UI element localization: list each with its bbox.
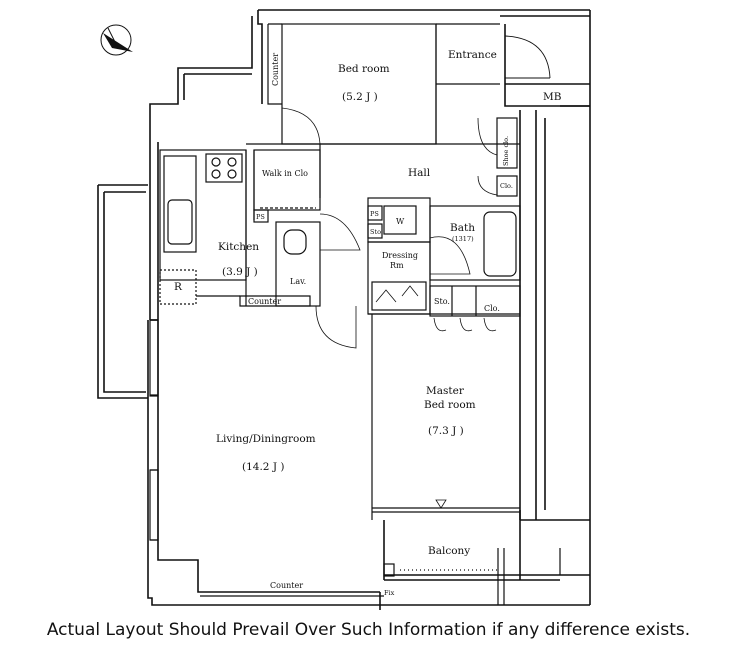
room-labels: Bed room (5.2 J ) Entrance MB Counter Sh…: [174, 49, 562, 597]
counter-kitchen-name: Counter: [248, 297, 281, 306]
master-size: (7.3 J ): [428, 425, 464, 437]
walk-in-closet-name: Walk in Clo: [262, 169, 308, 178]
floor-plan: Bed room (5.2 J ) Entrance MB Counter Sh…: [97, 9, 591, 610]
bedroom-name: Bed room: [338, 63, 390, 75]
kitchen-size: (3.9 J ): [222, 266, 258, 278]
footer-note: Actual Layout Should Prevail Over Such I…: [46, 620, 691, 640]
ps-1-name: PS: [256, 213, 265, 221]
bedroom-size: (5.2 J ): [342, 91, 378, 103]
hall-name: Hall: [408, 167, 431, 179]
counter-top-name: Counter: [271, 53, 280, 86]
counter-bottom-name: Counter: [270, 581, 303, 590]
balcony-name: Balcony: [428, 545, 470, 557]
sto-small-name: Sto: [370, 228, 381, 236]
shoe-closet-name: Shoe clo.: [502, 136, 510, 166]
hall-closet-name: Clo.: [500, 182, 513, 190]
living-size: (14.2 J ): [242, 461, 284, 473]
kitchen-name: Kitchen: [218, 241, 259, 253]
washer-name: W: [396, 217, 405, 226]
fix-name: Fix: [384, 589, 395, 597]
exterior-walls: [97, 9, 591, 610]
master-name-2: Bed room: [424, 399, 476, 411]
clo-name: Clo.: [484, 304, 500, 313]
ps-2-name: PS: [370, 210, 379, 218]
bath-size: (1317): [452, 235, 474, 243]
mb-name: MB: [543, 91, 562, 103]
bath-name: Bath: [450, 222, 475, 234]
interior-walls: [149, 23, 561, 605]
dressing-name: Dressing: [382, 251, 418, 260]
fridge-name: R: [174, 281, 183, 293]
master-name: Master: [426, 385, 465, 397]
living-name: Living/Diningroom: [216, 433, 316, 445]
sto-name: Sto.: [434, 297, 450, 306]
dressing-name-2: Rm: [390, 261, 404, 270]
north-arrow-icon: [100, 24, 133, 56]
entrance-name: Entrance: [448, 49, 497, 61]
lav-name: Lav.: [290, 277, 306, 286]
